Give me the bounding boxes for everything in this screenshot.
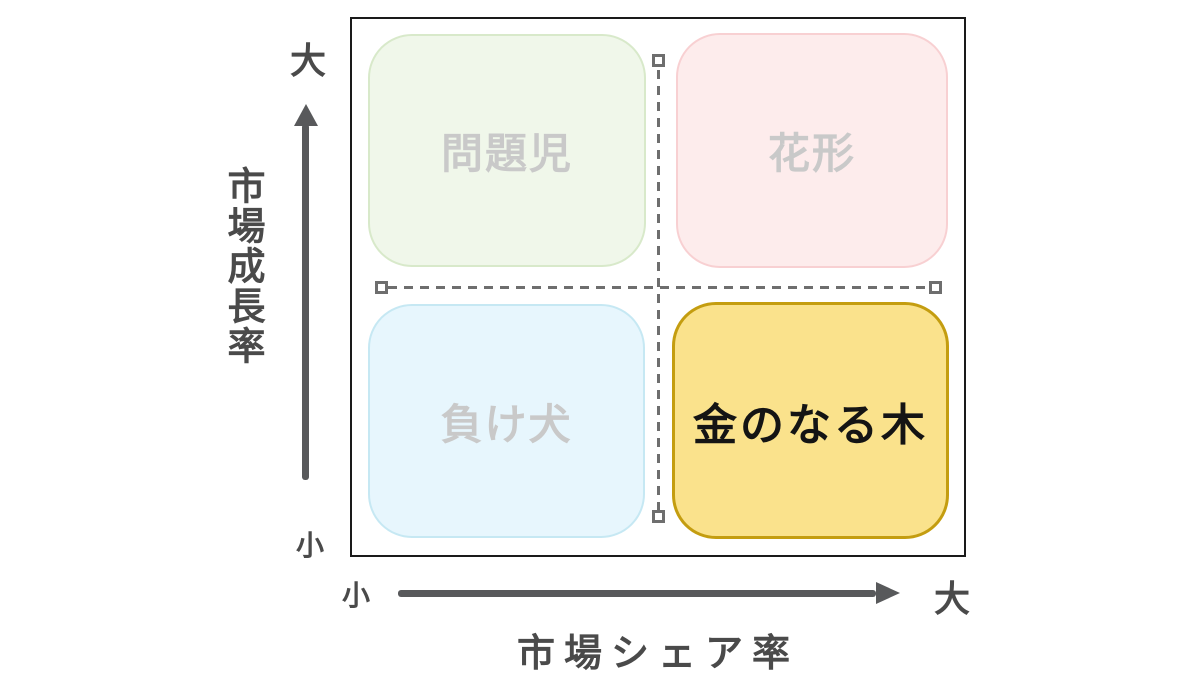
quadrant-cash-cow-label: 金のなる木 xyxy=(693,400,928,450)
horizontal-divider-left-handle[interactable] xyxy=(375,281,388,294)
quadrant-cash-cow: 金のなる木 xyxy=(672,302,949,539)
quadrant-star-label: 花形 xyxy=(767,130,856,177)
y-axis-title: 市場成長率 xyxy=(221,166,263,366)
quadrant-dog-label: 負け犬 xyxy=(440,400,573,448)
vertical-divider-line[interactable] xyxy=(657,70,660,512)
x-axis-arrow-line xyxy=(398,590,876,597)
quadrant-dog: 負け犬 xyxy=(368,304,645,538)
quadrant-problem-child-label: 問題児 xyxy=(440,130,573,177)
horizontal-divider-line[interactable] xyxy=(388,286,932,289)
y-axis-max-label: 大 xyxy=(289,40,326,81)
horizontal-divider-right-handle[interactable] xyxy=(929,281,942,294)
y-axis-min-label: 小 xyxy=(295,530,324,561)
quadrant-star: 花形 xyxy=(676,33,948,268)
x-axis-arrow-right-icon xyxy=(876,582,900,604)
x-axis-title: 市場シェア率 xyxy=(516,633,799,675)
x-axis-max-label: 大 xyxy=(933,578,970,619)
vertical-divider-bottom-handle[interactable] xyxy=(652,510,665,523)
quadrant-problem-child: 問題児 xyxy=(368,34,646,267)
y-axis-arrow-line xyxy=(302,124,309,480)
y-axis-arrow-up-icon xyxy=(294,104,318,126)
x-axis-min-label: 小 xyxy=(341,580,370,611)
vertical-divider-top-handle[interactable] xyxy=(652,54,665,67)
